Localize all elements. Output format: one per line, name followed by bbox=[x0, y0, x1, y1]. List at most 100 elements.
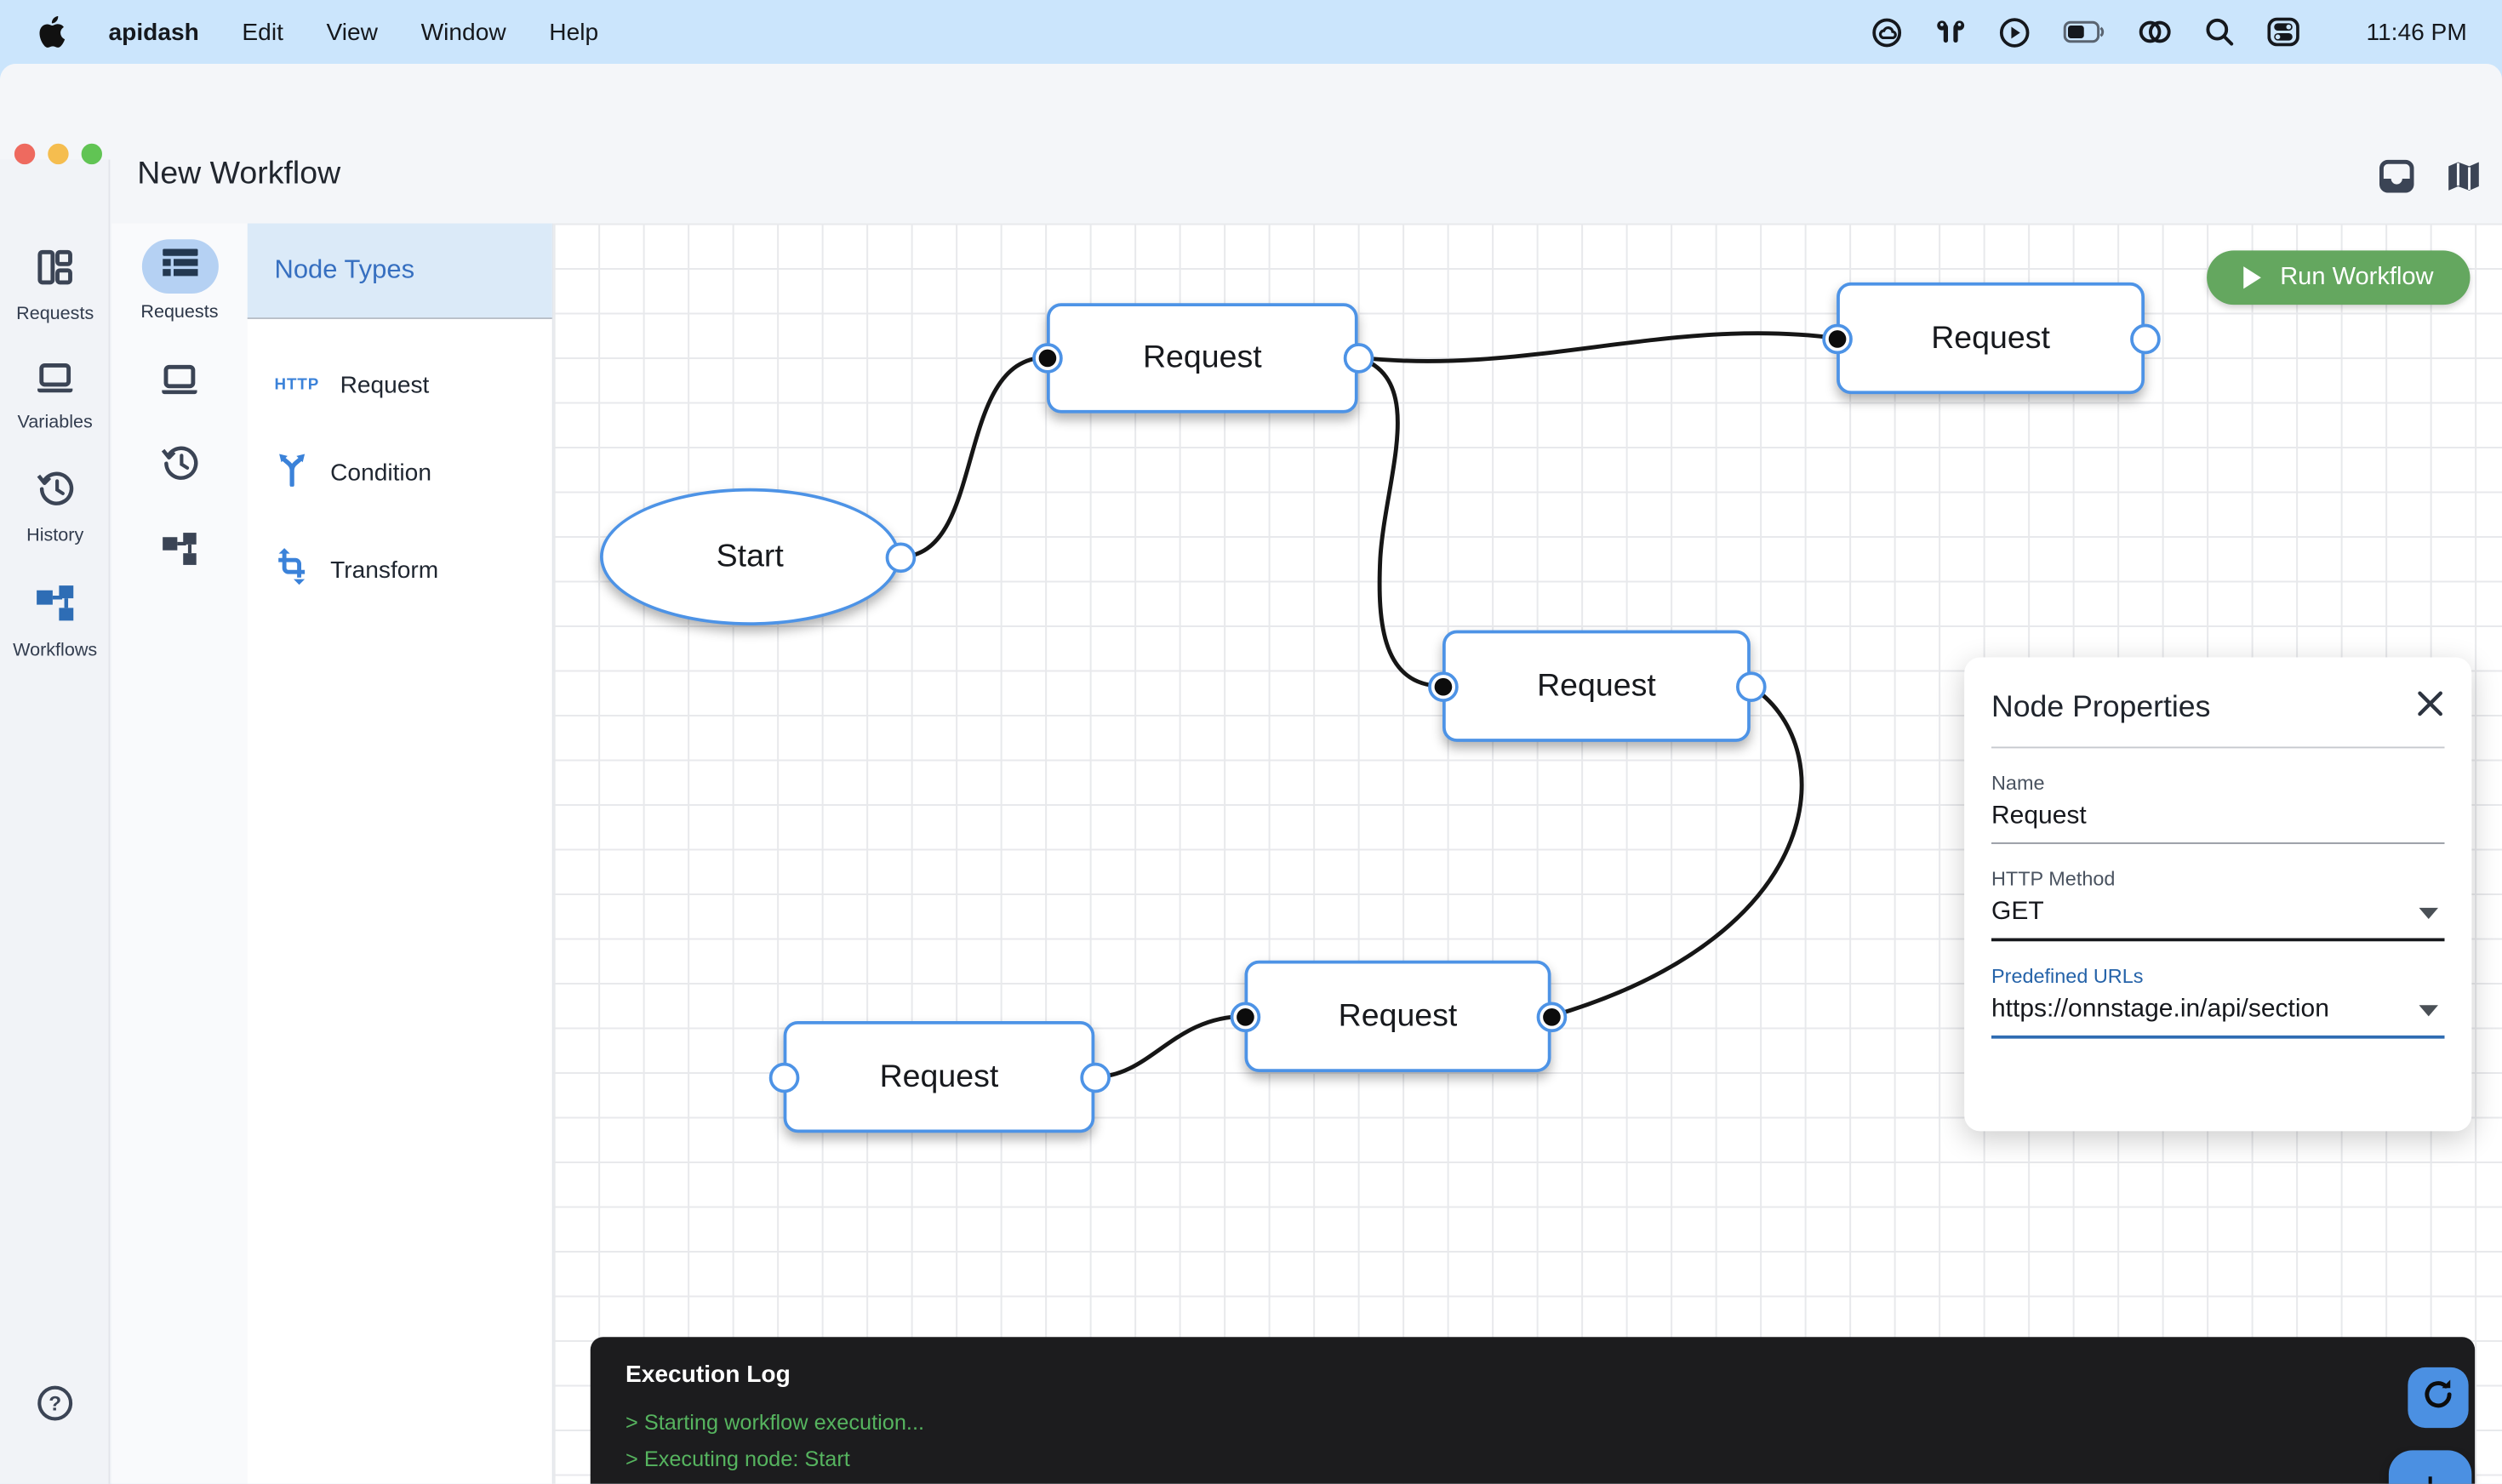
control-center-icon[interactable] bbox=[2267, 17, 2299, 47]
node-label: Request bbox=[1537, 667, 1656, 703]
port-req3-left-filled[interactable] bbox=[1427, 671, 1458, 702]
port-start-right-hollow[interactable] bbox=[884, 541, 916, 573]
menu-app-name[interactable]: apidash bbox=[108, 18, 199, 46]
chevron-down-icon bbox=[2419, 1004, 2438, 1016]
field-label: Predefined URLs bbox=[1991, 965, 2144, 988]
node-label: Request bbox=[879, 1059, 999, 1094]
page-title: New Workflow bbox=[137, 156, 341, 191]
execution-log-title: Execution Log bbox=[626, 1361, 791, 1389]
field-label: Name bbox=[1991, 772, 2045, 795]
sidebar-item-history[interactable]: History bbox=[0, 471, 110, 545]
workflow-node-req2[interactable]: Request bbox=[1837, 282, 2145, 395]
handoff-link-icon[interactable] bbox=[2138, 20, 2171, 45]
sidebar-item-label: History bbox=[26, 526, 84, 546]
field-underline bbox=[1991, 938, 2445, 942]
macos-menu-bar: apidash Edit View Window Help 11:46 PM bbox=[0, 0, 2502, 64]
svg-text:?: ? bbox=[49, 1393, 61, 1416]
dashboard-icon bbox=[37, 249, 73, 294]
settings-gear-icon[interactable] bbox=[36, 1482, 74, 1484]
menu-item-help[interactable]: Help bbox=[549, 18, 599, 46]
port-req2-right-hollow[interactable] bbox=[2129, 322, 2160, 354]
sidebar-item-variables[interactable]: Variables bbox=[0, 362, 110, 433]
window-zoom-button[interactable] bbox=[80, 142, 102, 164]
close-icon[interactable] bbox=[2416, 689, 2445, 726]
node-type-request[interactable]: HTTP Request bbox=[248, 372, 552, 399]
battery-icon[interactable] bbox=[2063, 20, 2105, 43]
workflow-node-start[interactable]: Start bbox=[600, 488, 900, 625]
window-minimize-button[interactable] bbox=[47, 142, 68, 164]
history-clock-icon bbox=[160, 445, 198, 490]
menu-clock[interactable]: 11:46 PM bbox=[2366, 18, 2467, 46]
inbox-tray-icon[interactable] bbox=[2379, 159, 2414, 202]
port-req5-right-filled[interactable] bbox=[1535, 1001, 1567, 1032]
play-circle-icon[interactable] bbox=[1999, 17, 2030, 48]
workflow-node-req5[interactable]: Request bbox=[1244, 960, 1551, 1072]
port-req4-left-hollow[interactable] bbox=[768, 1061, 799, 1093]
subrail-item[interactable] bbox=[111, 445, 247, 490]
workflow-node-req1[interactable]: Request bbox=[1047, 303, 1358, 414]
apple-logo-icon[interactable] bbox=[38, 15, 66, 49]
port-req5-left-filled[interactable] bbox=[1229, 1001, 1260, 1032]
creative-cloud-icon[interactable] bbox=[1871, 17, 1902, 48]
node-type-label: Request bbox=[340, 371, 430, 399]
port-req1-left-filled[interactable] bbox=[1031, 342, 1062, 373]
condition-icon bbox=[275, 452, 310, 495]
window-titlebar: New Workflow bbox=[0, 64, 2502, 193]
port-req3-right-hollow[interactable] bbox=[1735, 671, 1766, 702]
window-close-button[interactable] bbox=[13, 142, 35, 164]
subrail-item-label: Requests bbox=[140, 303, 219, 322]
transform-icon bbox=[275, 547, 310, 593]
node-types-title: Node Types bbox=[274, 255, 415, 284]
edge-req3-to-req5 bbox=[1549, 683, 1804, 1019]
port-req2-left-filled[interactable] bbox=[1821, 322, 1852, 354]
menu-item-window[interactable]: Window bbox=[420, 18, 506, 46]
divider bbox=[1991, 746, 2445, 749]
workflow-node-req4[interactable]: Request bbox=[783, 1021, 1095, 1133]
node-label: Start bbox=[716, 538, 784, 574]
field-value[interactable]: Request bbox=[1991, 802, 2087, 830]
node-types-header: Node Types bbox=[247, 223, 552, 319]
spotlight-search-icon[interactable] bbox=[2205, 18, 2234, 47]
sidebar-item-workflows[interactable]: Workflows bbox=[0, 584, 110, 660]
play-icon bbox=[2243, 266, 2261, 289]
chevron-down-icon bbox=[2419, 906, 2438, 919]
airpods-icon[interactable] bbox=[1935, 19, 1966, 46]
edge-req1-to-req3 bbox=[1356, 355, 1445, 688]
run-workflow-button[interactable]: Run Workflow bbox=[2207, 250, 2471, 305]
node-properties-title: Node Properties bbox=[1991, 689, 2211, 724]
sidebar-item-label: Variables bbox=[17, 413, 93, 433]
node-type-transform[interactable]: Transform bbox=[248, 547, 552, 593]
refresh-icon bbox=[2420, 1376, 2455, 1419]
sidebar-item-requests[interactable]: Requests bbox=[0, 249, 110, 324]
node-type-label: Condition bbox=[330, 459, 431, 487]
help-icon[interactable]: ? bbox=[37, 1385, 73, 1430]
field-predefined-urls: Predefined URLs https://onnstage.in/api/s… bbox=[1991, 965, 2445, 1039]
http-badge-icon: HTTP bbox=[274, 376, 320, 395]
port-req1-right-hollow[interactable] bbox=[1342, 342, 1374, 373]
menu-item-view[interactable]: View bbox=[326, 18, 378, 46]
add-node-button[interactable]: + bbox=[2388, 1450, 2472, 1484]
laptop-icon bbox=[35, 362, 75, 402]
map-icon[interactable] bbox=[2446, 160, 2481, 202]
history-clock-icon bbox=[36, 471, 74, 516]
subrail-item[interactable] bbox=[111, 531, 247, 574]
subrail-item-requests-active[interactable] bbox=[140, 239, 218, 294]
field-underline bbox=[1991, 842, 2445, 844]
log-line: > Starting workflow execution... bbox=[626, 1410, 925, 1435]
node-type-condition[interactable]: Condition bbox=[248, 452, 552, 495]
subrail-item[interactable] bbox=[111, 364, 247, 404]
menu-item-edit[interactable]: Edit bbox=[242, 18, 283, 46]
menu-status-icons: 11:46 PM bbox=[1871, 17, 2502, 48]
field-value[interactable]: GET bbox=[1991, 899, 2445, 928]
workflow-node-req3[interactable]: Request bbox=[1442, 630, 1751, 742]
sidebar-item-label: Requests bbox=[16, 305, 94, 324]
node-type-label: Transform bbox=[330, 556, 439, 585]
workflow-tree-dark-icon bbox=[161, 531, 197, 574]
port-req4-right-hollow[interactable] bbox=[1079, 1061, 1111, 1093]
refresh-log-button[interactable] bbox=[2408, 1367, 2469, 1429]
field-value[interactable]: https://onnstage.in/api/section bbox=[1991, 996, 2445, 1025]
